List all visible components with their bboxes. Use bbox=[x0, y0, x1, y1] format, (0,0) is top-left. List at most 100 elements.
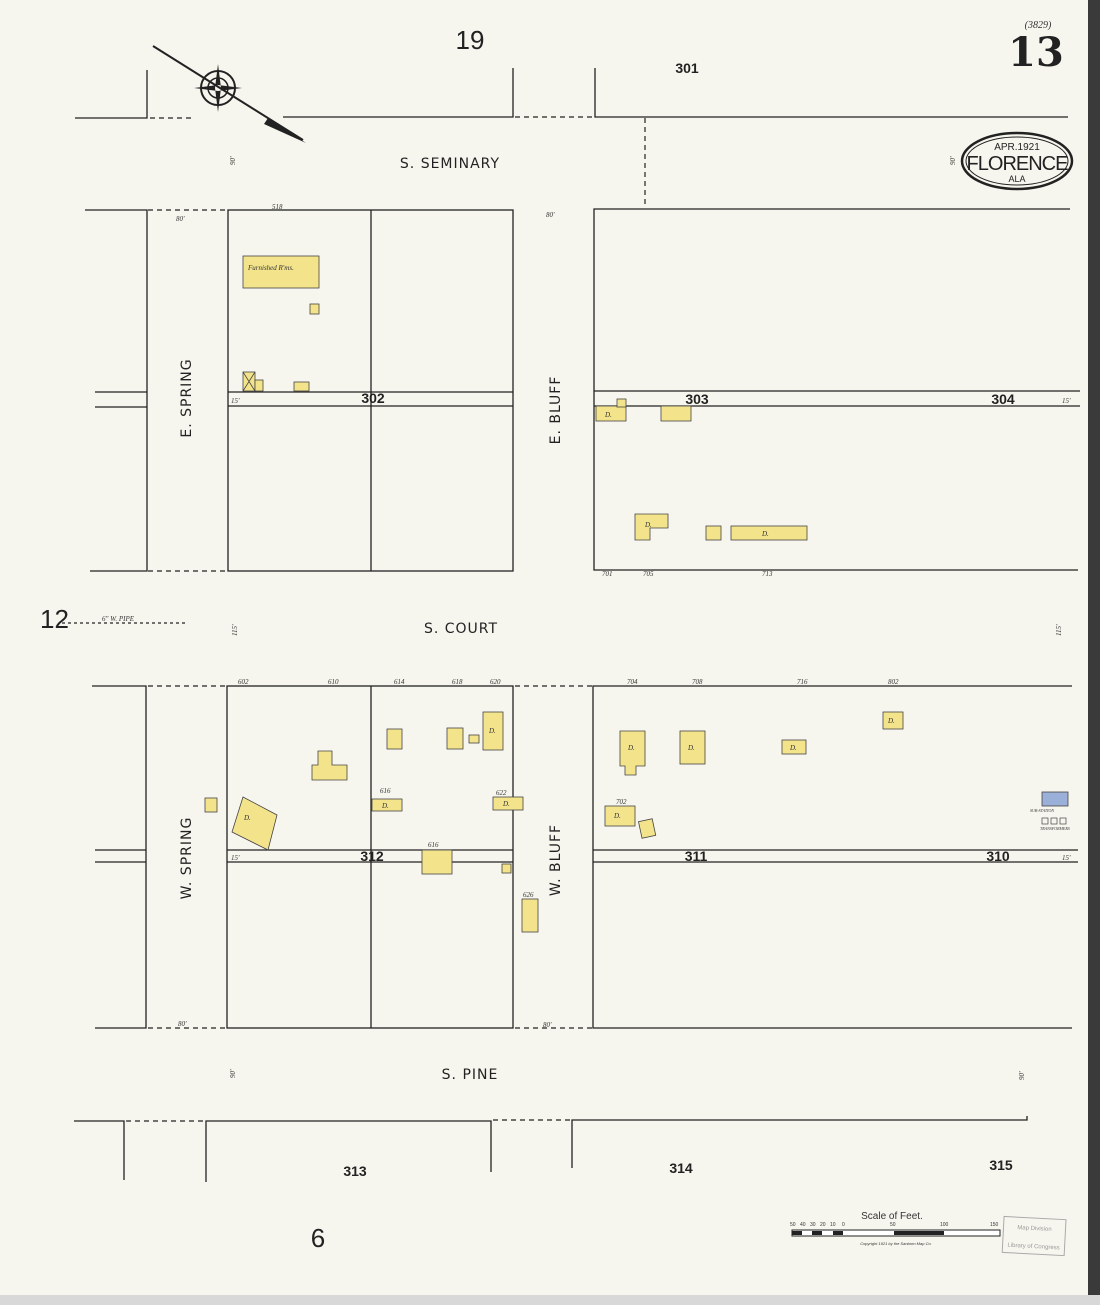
svg-text:115': 115' bbox=[231, 624, 239, 636]
svg-text:80': 80' bbox=[176, 215, 185, 223]
svg-text:10: 10 bbox=[830, 1222, 836, 1228]
building bbox=[309, 303, 320, 315]
building-furnished-rooms bbox=[242, 255, 320, 289]
svg-text:40: 40 bbox=[800, 1222, 806, 1228]
water-pipe-note: 6" W. PIPE bbox=[102, 615, 135, 623]
svg-text:620: 620 bbox=[490, 678, 501, 686]
block-304: 304 bbox=[991, 391, 1015, 407]
svg-text:Scale of Feet.: Scale of Feet. bbox=[861, 1211, 923, 1222]
svg-text:Copyright 1921 by the Sanborn: Copyright 1921 by the Sanborn Map Co. bbox=[860, 1241, 932, 1246]
street-lines bbox=[74, 68, 1080, 1182]
adjoining-sheet-south[interactable]: 6 bbox=[311, 1223, 325, 1253]
building-dwelling: D. bbox=[730, 525, 808, 541]
building-dwelling: D. bbox=[595, 398, 627, 422]
building-dwelling: D. bbox=[679, 730, 706, 765]
svg-text:Furnished R'ms.: Furnished R'ms. bbox=[247, 264, 294, 272]
svg-text:150: 150 bbox=[990, 1222, 999, 1228]
svg-text:TRANSFORMERS: TRANSFORMERS bbox=[1040, 826, 1070, 831]
north-arrow-compass bbox=[152, 45, 306, 143]
street-s-pine: S. PINE bbox=[442, 1067, 499, 1083]
svg-text:15': 15' bbox=[1062, 397, 1071, 405]
svg-text:705: 705 bbox=[643, 570, 654, 578]
cartouche-state: ALA bbox=[1008, 174, 1025, 184]
building bbox=[204, 797, 218, 813]
svg-text:80': 80' bbox=[546, 211, 555, 219]
svg-text:D.: D. bbox=[243, 814, 251, 822]
svg-text:D.: D. bbox=[687, 744, 695, 752]
buildings: Furnished R'ms. D. D. D. D. D. D. D. D. … bbox=[204, 255, 1070, 933]
block-314: 314 bbox=[669, 1160, 693, 1176]
svg-text:610: 610 bbox=[328, 678, 339, 686]
building bbox=[468, 734, 480, 744]
street-s-court: S. COURT bbox=[424, 621, 498, 637]
building-dwelling: D. bbox=[781, 739, 807, 755]
svg-text:D.: D. bbox=[604, 411, 612, 419]
svg-text:100: 100 bbox=[940, 1222, 949, 1228]
street-w-bluff: W. BLUFF bbox=[548, 824, 564, 896]
svg-text:626: 626 bbox=[523, 891, 534, 899]
svg-text:115': 115' bbox=[1055, 624, 1063, 636]
building bbox=[638, 818, 657, 839]
substation-building: SUB-STATION TRANSFORMERS bbox=[1030, 791, 1070, 831]
building bbox=[254, 379, 264, 392]
sheet-number: 13 bbox=[1008, 29, 1064, 76]
svg-text:80': 80' bbox=[543, 1021, 552, 1029]
block-311: 311 bbox=[685, 848, 708, 864]
title-cartouche: APR.1921 FLORENCE ALA bbox=[960, 131, 1074, 191]
svg-text:90': 90' bbox=[229, 156, 237, 165]
svg-text:15': 15' bbox=[1062, 854, 1071, 862]
svg-text:50: 50 bbox=[890, 1222, 896, 1228]
page-edge bbox=[1088, 0, 1100, 1305]
svg-text:15': 15' bbox=[231, 397, 240, 405]
svg-text:D.: D. bbox=[488, 727, 496, 735]
street-s-seminary: S. SEMINARY bbox=[400, 156, 500, 172]
svg-text:D.: D. bbox=[613, 812, 621, 820]
svg-text:602: 602 bbox=[238, 678, 249, 686]
block-303: 303 bbox=[685, 391, 709, 407]
building-dwelling: D. bbox=[882, 711, 904, 730]
svg-text:15': 15' bbox=[231, 854, 240, 862]
street-e-spring: E. SPRING bbox=[179, 358, 195, 437]
building bbox=[311, 750, 348, 781]
adjoining-sheet-west[interactable]: 12 bbox=[40, 604, 69, 634]
svg-text:D.: D. bbox=[644, 521, 652, 529]
svg-text:708: 708 bbox=[692, 678, 703, 686]
building-dwelling: D. bbox=[371, 798, 403, 812]
street-widths: 90' 90' 80' 80' 115' 115' 80' 80' 90' 90… bbox=[176, 156, 1071, 1080]
building bbox=[501, 863, 512, 874]
building bbox=[386, 728, 403, 750]
scale-of-feet: Scale of Feet. 50 40 30 20 10 0 50 100 1… bbox=[790, 1211, 1001, 1246]
svg-text:618: 618 bbox=[452, 678, 463, 686]
svg-text:D.: D. bbox=[381, 802, 389, 810]
svg-text:702: 702 bbox=[616, 798, 627, 806]
block-315: 315 bbox=[989, 1157, 1013, 1173]
svg-text:614: 614 bbox=[394, 678, 405, 686]
cartouche-date: APR.1921 bbox=[994, 142, 1040, 153]
library-stamp: Map Division Library of Congress bbox=[1001, 1215, 1067, 1257]
svg-text:616: 616 bbox=[380, 787, 391, 795]
svg-text:704: 704 bbox=[627, 678, 638, 686]
svg-text:90': 90' bbox=[229, 1069, 237, 1078]
block-numbers: 301 302 303 304 310 311 312 313 314 315 bbox=[343, 60, 1015, 1179]
building bbox=[293, 381, 310, 392]
block-313: 313 bbox=[343, 1163, 367, 1179]
building bbox=[421, 849, 453, 875]
svg-text:518: 518 bbox=[272, 203, 283, 211]
svg-text:701: 701 bbox=[602, 570, 613, 578]
svg-text:D.: D. bbox=[627, 744, 635, 752]
svg-text:Library of Congress: Library of Congress bbox=[1007, 1243, 1060, 1252]
svg-text:30: 30 bbox=[810, 1222, 816, 1228]
svg-text:622: 622 bbox=[496, 789, 507, 797]
adjoining-sheet-north[interactable]: 19 bbox=[456, 25, 485, 55]
svg-text:SUB-STATION: SUB-STATION bbox=[1030, 808, 1054, 813]
building bbox=[705, 525, 722, 541]
cartouche-city: FLORENCE bbox=[967, 153, 1069, 175]
svg-text:90': 90' bbox=[949, 156, 957, 165]
building-dwelling: D. bbox=[231, 796, 278, 851]
building-dwelling: D. bbox=[492, 796, 524, 811]
house-numbers: 518 701 705 713 602 610 614 618 620 704 … bbox=[238, 203, 899, 899]
block-312: 312 bbox=[360, 848, 384, 864]
volume-reference: (3829) bbox=[1025, 20, 1052, 31]
